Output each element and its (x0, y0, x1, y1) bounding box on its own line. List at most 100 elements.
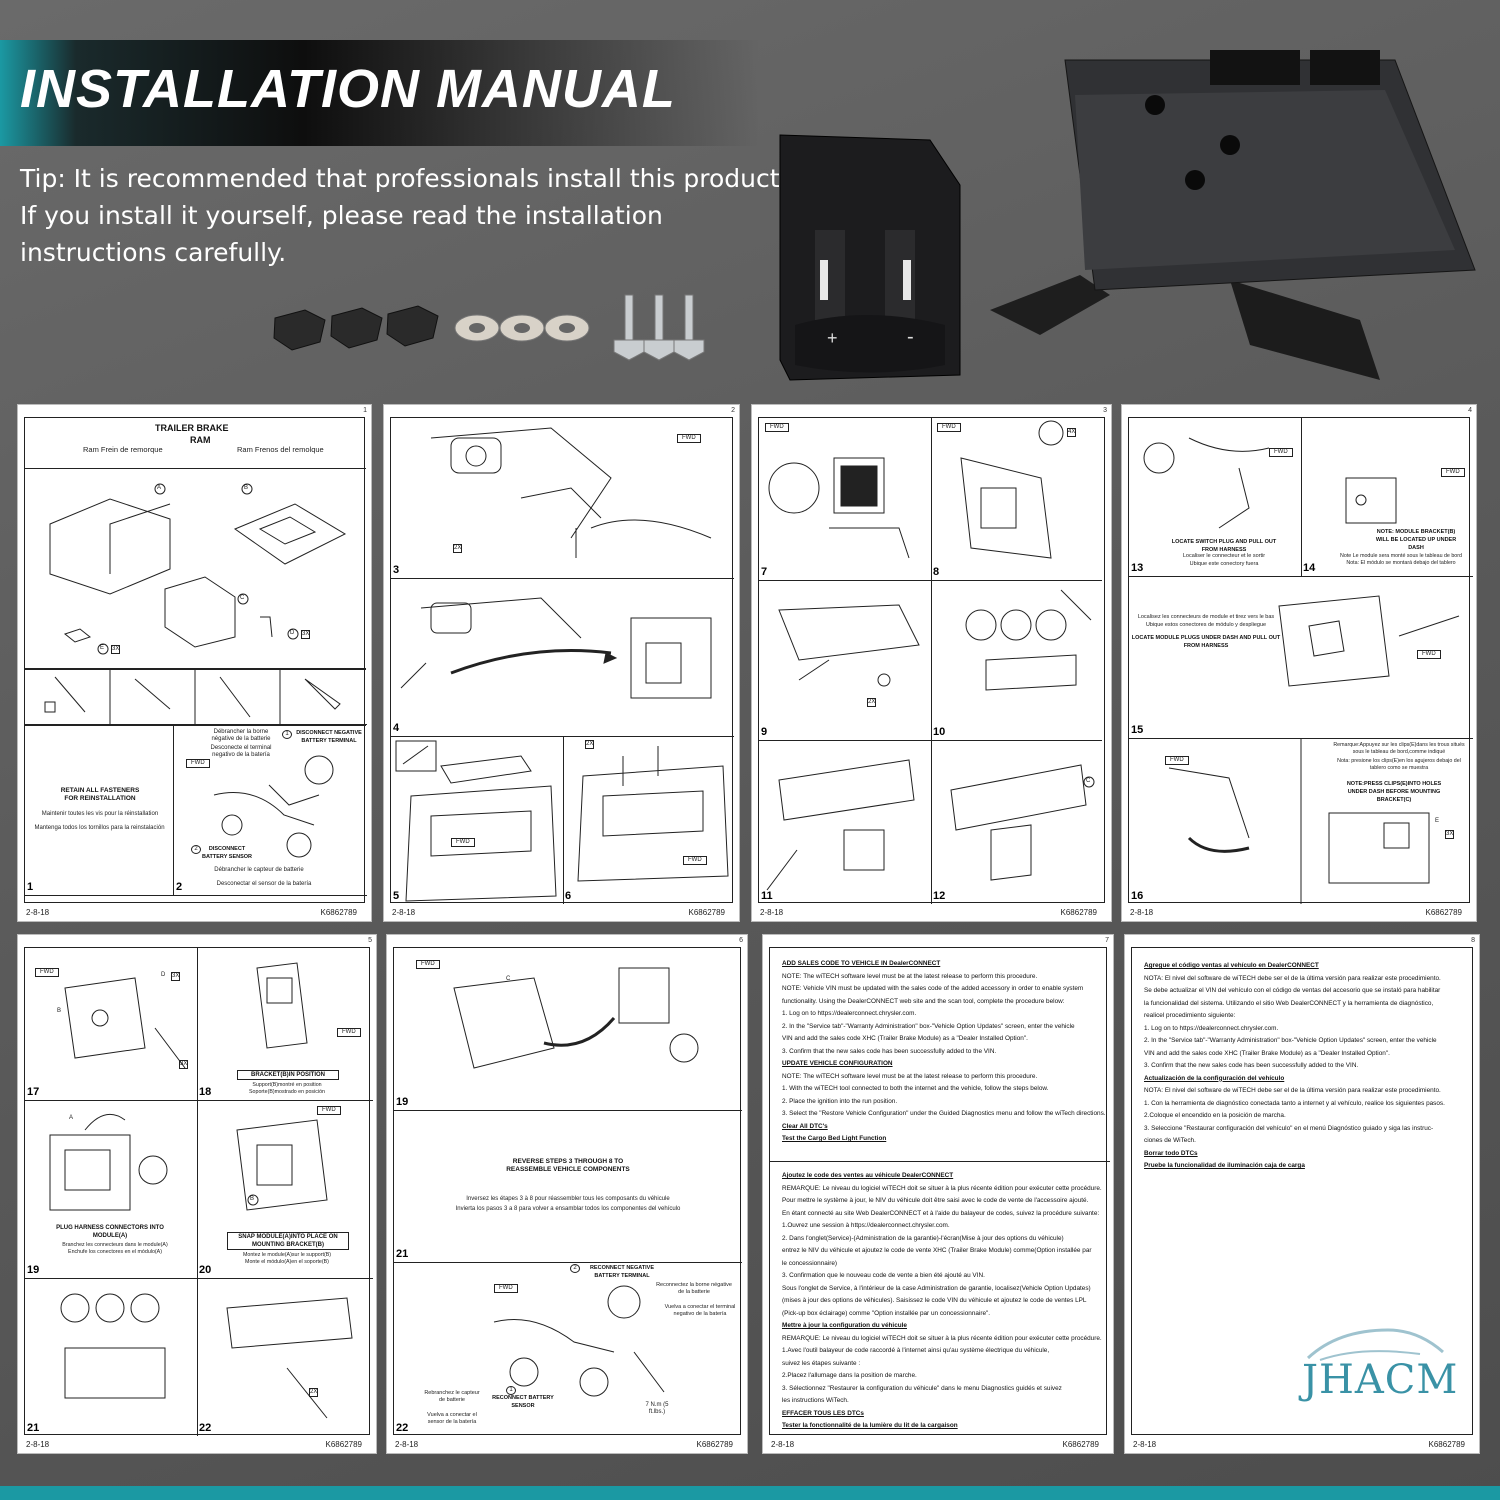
plug-harness-caption: PLUG HARNESS CONNECTORS INTO MODULE(A) (56, 1225, 164, 1239)
step-number: 2 (176, 881, 183, 893)
qty-label: 4X (1067, 428, 1077, 437)
instruction-line: En étant connecté au site Web DealerCONN… (782, 1209, 1100, 1217)
tip-line: instructions carefully. (20, 238, 287, 267)
page-number: 1 (363, 407, 367, 414)
callout-1: 1 (506, 1386, 516, 1395)
reconnect-spanish: Vuelva a conectar el terminal negativo d… (664, 1304, 736, 1317)
qty-label: 3X (179, 1060, 189, 1069)
step-number: 7 (761, 566, 768, 578)
step-number: 5 (393, 890, 400, 902)
instruction-line: NOTE: The wiTECH software level must be … (782, 1072, 1038, 1080)
doc-code: K6862789 (1425, 908, 1462, 917)
callout-d: D (290, 630, 295, 636)
brake-control-switch-image: + - (775, 130, 965, 385)
bracket-caption: BRACKET(B)IN POSITION (237, 1070, 339, 1080)
qty-label: 2X (867, 698, 877, 707)
step-10: 10 (931, 580, 1102, 741)
instruction-line: entrez le NIV du véhicule et ajoutez le … (782, 1247, 1092, 1254)
callout-d: D (161, 972, 166, 978)
sensor-spanish: Desconectar el sensor de la batería (216, 881, 312, 887)
section-heading: Ajoutez le code des ventes au véhicule D… (782, 1172, 954, 1179)
step-15: Localisez les connecteurs de module et t… (1129, 576, 1473, 739)
page-frame: FWD 2X 3 4 FWD 5 2X FWD (390, 417, 734, 904)
instruction-line: suivez les étapes suivante : (782, 1359, 861, 1367)
locate-module-spanish: Ubique estos conectores de módulo y desp… (1145, 622, 1267, 628)
step-6: 2X FWD 6 (563, 736, 734, 904)
manual-page-6: 6 FWD C 19 REVERSE STEPS 3 THROUGH 8 TO … (386, 934, 748, 1454)
instruction-line: 2.Coloque el encendido en la posición de… (1144, 1112, 1286, 1119)
instruction-line: ciones de WiTech. (1144, 1137, 1196, 1144)
step-18: FWD BRACKET(B)IN POSITION Support(B)mont… (197, 948, 373, 1101)
callout-a: A (157, 485, 162, 491)
parts-diagram: A B C D 3X E 3X (25, 468, 366, 670)
instruction-line: 3. Confirm that the new sales code has b… (1144, 1062, 1359, 1069)
step-number: 8 (933, 566, 940, 578)
section-heading: Clear All DTC's (782, 1122, 828, 1130)
locate-switch-french: Localiser le connecteur et le sortir (1182, 553, 1266, 559)
instruction-line: 3. Confirm that the new sales code has b… (782, 1047, 997, 1055)
plug-french: Branchez les connecteurs dans le module(… (62, 1242, 168, 1248)
step-7: FWD 7 (759, 418, 932, 581)
doc-date: 2-8-18 (26, 908, 50, 917)
callout-2: 2 (191, 845, 201, 854)
fwd-label: FWD (683, 856, 707, 865)
tip-line: If you install it yourself, please read … (20, 201, 663, 230)
step-number: 19 (396, 1096, 409, 1108)
doc-date: 2-8-18 (395, 1440, 419, 1449)
step-19: FWD C 19 (394, 948, 742, 1111)
page-frame: FWD C 19 REVERSE STEPS 3 THROUGH 8 TO RE… (393, 947, 742, 1436)
step-number: 17 (27, 1086, 40, 1098)
instruction-line: (Pick-up box éclairage) comme "Option in… (782, 1309, 991, 1317)
qty-label: 2X (585, 740, 595, 749)
page-frame: Agregue el código ventas al vehículo en … (1131, 947, 1473, 1435)
doc-date: 2-8-18 (26, 1440, 50, 1449)
retain-fasteners-caption: RETAIN ALL FASTENERS FOR REINSTALLATION (60, 787, 140, 802)
instruction-line: 1. Log on to https://dealerconnect.chrys… (782, 1010, 917, 1017)
english-instructions: ADD SALES CODE TO VEHICLE IN DealerCONNE… (782, 958, 1106, 1146)
step-2: Débrancher la borne négative de la batte… (173, 724, 367, 896)
instruction-line: functionality. Using the DealerCONNECT w… (782, 997, 1065, 1005)
qty-label: 3X (171, 972, 181, 981)
fwd-label: FWD (765, 423, 789, 432)
section-heading: Borrar todo DTCs (1144, 1149, 1198, 1157)
step-number: 13 (1131, 562, 1144, 574)
section-heading: Agregue el código ventas al vehículo en … (1144, 962, 1319, 969)
step-22: 2 RECONNECT NEGATIVE BATTERY TERMINAL Re… (394, 1262, 742, 1436)
locate-switch-caption: LOCATE SWITCH PLUG AND PULL OUT FROM HAR… (1171, 539, 1277, 553)
clips-remark-spanish: Nota: presione los clips(E)en los agujer… (1337, 758, 1461, 771)
doc-code: K6862789 (325, 1440, 362, 1449)
step-8: FWD 4X 8 (931, 418, 1102, 581)
step-21: REVERSE STEPS 3 THROUGH 8 TO REASSEMBLE … (394, 1110, 742, 1263)
fwd-label: FWD (186, 759, 210, 768)
tools-row (25, 668, 366, 726)
page-frame: TRAILER BRAKE RAM Ram Frein de remorque … (24, 417, 367, 903)
step-number: 9 (761, 726, 768, 738)
doc-date: 2-8-18 (1133, 1440, 1157, 1449)
step-number: 10 (933, 726, 946, 738)
manual-page-5: 5 FWD D 3X B 3X 17 FWD BRACKET(B)IN POSI… (17, 934, 377, 1454)
tip-line: Tip: It is recommended that professional… (20, 164, 788, 193)
press-clips-note: NOTE:PRESS CLIPS(E)INTO HOLES UNDER DASH… (1346, 781, 1442, 803)
doc-code: K6862789 (688, 908, 725, 917)
reverse-steps-caption: REVERSE STEPS 3 THROUGH 8 TO REASSEMBLE … (506, 1158, 630, 1173)
step-number: 4 (393, 722, 400, 734)
minus-button: - (907, 326, 914, 348)
section-heading: Actualización de la configuración del ve… (1144, 1074, 1285, 1082)
instruction-line: Pour mettre le système à jour, le NIV du… (782, 1197, 1089, 1204)
step-5: FWD 5 (391, 736, 564, 904)
step-19: A PLUG HARNESS CONNECTORS INTO MODULE(A)… (25, 1100, 198, 1279)
clips-remark-french: Remarque:Appuyez sur les clips(E)dans le… (1333, 742, 1465, 755)
reconnect-terminal-caption: RECONNECT NEGATIVE BATTERY TERMINAL (589, 1265, 655, 1279)
brand-logo-text: JHACM (1302, 1357, 1459, 1403)
manual-page-1: 1 TRAILER BRAKE RAM Ram Frein de remorqu… (17, 404, 372, 922)
qty-label: 3X (1445, 830, 1455, 839)
section-heading: Tester la fonctionnalité de la lumière d… (782, 1422, 958, 1429)
instruction-line: 3. Sélectionnez "Restaurer la configurat… (782, 1384, 1062, 1392)
page-frame: ADD SALES CODE TO VEHICLE IN DealerCONNE… (769, 947, 1110, 1435)
page-frame: FWD 7 FWD 4X 8 2X 9 10 11 C 12 (758, 417, 1105, 904)
callout-e: E (1435, 818, 1440, 824)
callout-b: B (57, 1008, 62, 1014)
callout-c: C (506, 976, 511, 982)
retain-french: Maintenir toutes les vis pour la réinsta… (41, 811, 159, 817)
instruction-line: 1. Con la herramienta de diagnóstico con… (1144, 1099, 1445, 1107)
